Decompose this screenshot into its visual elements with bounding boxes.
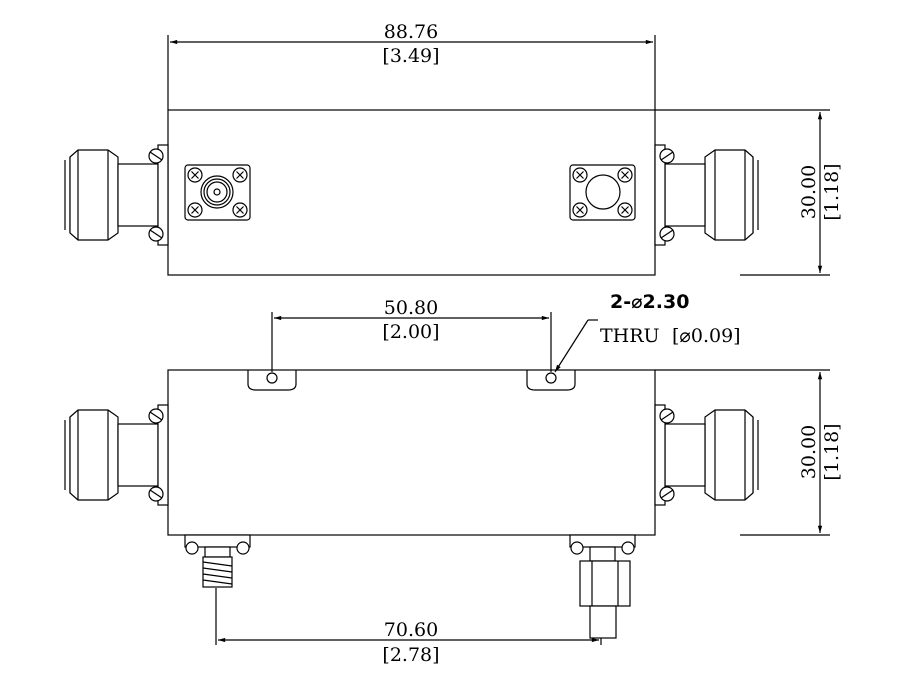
dim-height-side: 30.00 [1.18] [655,369,843,536]
dim-height-in: [1.18] [821,163,843,220]
dim-overall-length: 88.76 [3.49] [167,21,656,110]
dim-port-spacing-in: [2.78] [382,644,439,666]
coupler-body [167,369,656,536]
dim-height-mm: 30.00 [798,165,820,219]
dim-height-in: [1.18] [821,423,843,480]
coupled-port-sma-right [569,534,636,639]
sma-flange-right [569,164,636,221]
mount-tab-right [526,370,576,391]
dim-height-top: 30.00 [1.18] [655,109,843,276]
dim-hole-spacing: 50.80 [2.00] [271,297,552,372]
dim-port-spacing: 70.60 [2.78] [215,588,602,666]
output-n-connector [654,404,759,506]
dim-port-spacing-mm: 70.60 [384,619,438,641]
dim-height-mm: 30.00 [798,425,820,479]
hole-thru-label: THRU [600,325,660,347]
dim-length-mm: 88.76 [384,21,438,43]
output-n-connector [654,144,759,246]
dim-hole-spacing-mm: 50.80 [384,297,438,319]
side-view: 50.80 [2.00] 2-⌀2.30 THRU [⌀0.09] 30.00 … [64,291,843,666]
sma-flange-left [184,164,251,221]
hole-size-in-label: [⌀0.09] [672,325,741,347]
hole-size-label: 2-⌀2.30 [610,291,689,313]
input-n-connector [64,144,169,246]
coupled-port-sma-left [184,534,251,588]
dim-hole-spacing-in: [2.00] [382,321,439,343]
mount-tab-left [247,370,297,391]
dim-length-in: [3.49] [382,45,439,67]
hole-callout: 2-⌀2.30 THRU [⌀0.09] [554,291,741,373]
top-view: 88.76 [3.49] 30.00 [1.18] [64,21,843,276]
input-n-connector [64,404,169,506]
